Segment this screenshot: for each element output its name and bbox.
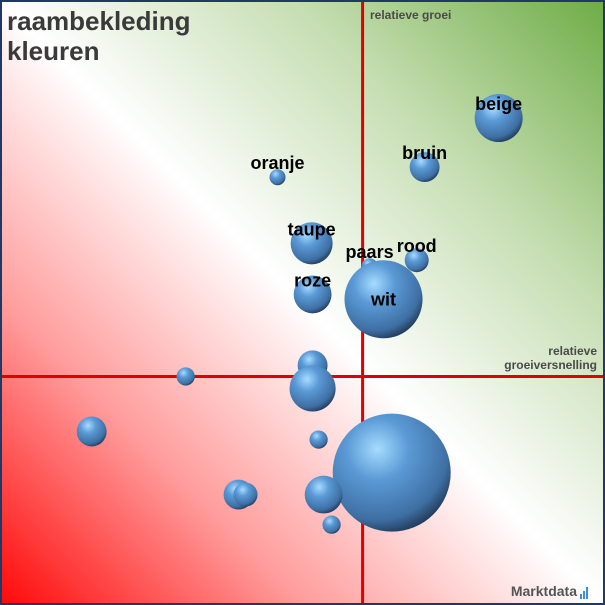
bubble [332, 413, 451, 532]
bubble-taupe [290, 222, 333, 265]
bubble [322, 515, 341, 534]
bubble-beige [474, 94, 523, 143]
bubble-oranje [269, 169, 286, 186]
bubble-label-bruin: bruin [402, 143, 447, 163]
chart-title: raambekleding kleuren [7, 6, 191, 66]
y-axis-label: relatieve groei [370, 8, 452, 22]
bubble [76, 416, 107, 447]
bubble-roze [293, 275, 332, 314]
bubble [289, 365, 336, 412]
title-line-2: kleuren [7, 36, 100, 66]
bubble-wit [344, 260, 423, 339]
bubble [176, 367, 195, 386]
bubble-label-taupe: taupe [288, 219, 336, 239]
bar-chart-icon [580, 583, 589, 599]
x-axis-label: relatieve groeiversnelling [504, 344, 597, 372]
bubble [304, 475, 343, 514]
brand-logo: Marktdata [511, 583, 589, 599]
brand-name: Marktdata [510, 583, 577, 599]
bubble [233, 482, 258, 507]
bubble-label-wit: wit [370, 289, 396, 309]
bubble [309, 430, 328, 449]
bubble-rood [404, 248, 429, 273]
bubble-label-rood: rood [397, 236, 437, 256]
bubble-bruin [409, 152, 440, 183]
bubble-label-roze: roze [294, 270, 331, 290]
title-line-1: raambekleding [7, 6, 191, 36]
bubble-label-oranje: oranje [250, 153, 304, 173]
bubble-label-beige: beige [475, 94, 522, 114]
bubble-label-paars: paars [346, 242, 394, 262]
